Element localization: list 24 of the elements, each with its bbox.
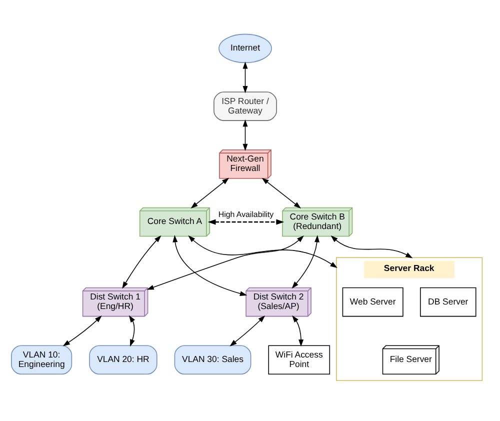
node-box: VLAN 20: HR [89,345,158,375]
arrow [128,315,135,347]
arrow [330,235,413,258]
arrow [262,178,301,208]
edge-label: High Availability [218,210,274,220]
node-box: ISP Router / Gateway [214,92,277,121]
node-box: VLAN 10: Engineering [11,345,72,375]
arrow [208,219,284,225]
node-box: WiFi Access Point [268,345,330,375]
arrow [242,120,248,152]
arrow [190,178,230,208]
node-box: Web Server [342,287,404,317]
arrow [62,315,102,346]
arrow [172,235,248,296]
arrow [292,315,304,347]
node-box: DB Server [420,287,476,317]
arrow [146,235,304,290]
arrow [188,235,338,268]
arrow [292,235,320,289]
node-box: VLAN 30: Sales [174,345,252,375]
arrow [122,235,162,289]
arrow [242,62,248,94]
node-ellipse: Internet [218,34,272,64]
arrow [230,315,266,346]
